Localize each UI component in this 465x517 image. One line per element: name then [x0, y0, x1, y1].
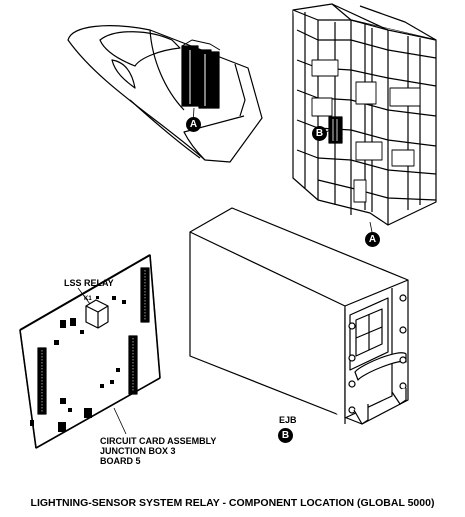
aircraft-nose-cutaway	[67, 25, 263, 163]
cockpit-equipment-rack	[181, 39, 221, 109]
lss-relay-label: LSS RELAY	[64, 278, 114, 288]
k1-label: K1	[84, 296, 92, 302]
circuit-card-label-line3: BOARD 5	[100, 456, 141, 466]
card-connectors	[37, 267, 150, 415]
ejb-label: EJB	[279, 415, 297, 425]
rack-ejb-highlight	[328, 116, 343, 144]
circuit-card-label-line1: CIRCUIT CARD ASSEMBLY	[100, 436, 217, 446]
figure-caption: LIGHTNING-SENSOR SYSTEM RELAY - COMPONEN…	[30, 497, 435, 509]
circuit-card-label-line2: JUNCTION BOX 3	[100, 446, 176, 456]
circuit-card-label: CIRCUIT CARD ASSEMBLY JUNCTION BOX 3 BOA…	[100, 436, 216, 466]
callout-badge-a-cockpit: A	[186, 117, 201, 132]
callout-badge-b-rack: B	[312, 126, 327, 141]
callout-badge-a-rack: A	[365, 232, 380, 247]
lss-relay-component	[85, 299, 109, 329]
card-chips	[30, 296, 126, 432]
equipment-rack	[292, 3, 437, 226]
ejb-unit	[189, 207, 409, 425]
rack-modules	[311, 59, 421, 203]
callout-badge-b-ejb: B	[278, 428, 293, 443]
